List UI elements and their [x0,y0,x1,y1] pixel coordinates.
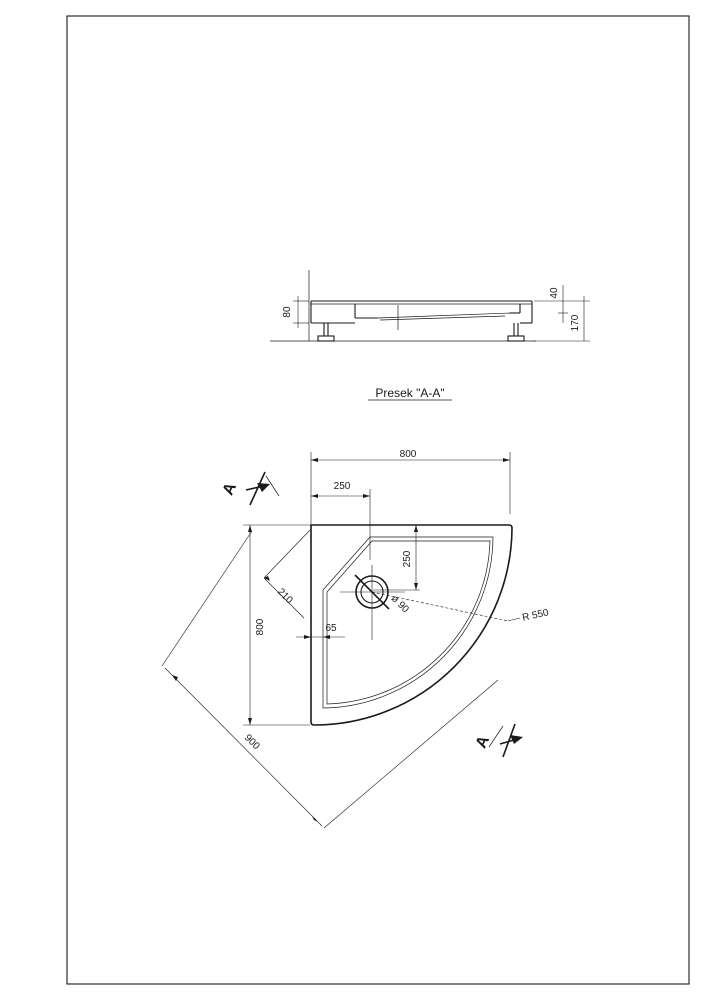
dim-inset: 65 [296,623,345,639]
section-marker-top: A [220,471,280,506]
dim-inset-label: 65 [325,623,337,634]
dim-corner-y-label: 250 [402,550,413,567]
dim-corner-y: 250 [373,525,420,591]
dim-diagonal: 900 [161,530,499,829]
section-marker-bottom: A [473,723,523,758]
tray-outer-outline [310,524,513,726]
dim-height-left-label: 800 [255,618,266,635]
section-marker-top-letter: A [220,480,240,498]
drawing-frame [66,15,690,985]
plan-view: ø 90 R 550 800 250 [161,449,550,829]
dim-height: 40 170 [534,285,590,342]
dim-lip-label: 40 [549,287,560,299]
dim-drain-label: ø 90 [389,593,411,615]
adjustable-foot-left [317,323,335,342]
dim-chamfer-label: 210 [275,586,295,606]
dim-corner-x-label: 250 [334,481,351,492]
dim-diagonal-label: 900 [242,732,262,752]
dim-width-top: 800 [310,449,511,524]
dim-depth: 80 [282,296,309,328]
tray-inner-outline [322,536,494,709]
dim-width-top-label: 800 [400,449,417,460]
section-view: 80 40 170 Presek "A-A" [270,270,590,401]
tray-section [310,300,533,330]
dim-depth-label: 80 [282,306,293,318]
dim-height-label: 170 [570,314,581,331]
dim-chamfer: 210 [263,529,311,619]
dim-radius-label: R 550 [521,607,550,623]
tray-inner-outline-2 [326,540,491,705]
section-marker-bottom-letter: A [473,733,493,751]
adjustable-foot-right [507,323,525,342]
dim-height-left: 800 [243,524,310,726]
drain: ø 90 [340,565,411,640]
section-title: Presek "A-A" [375,386,444,400]
dim-corner-x: 250 [311,481,371,560]
